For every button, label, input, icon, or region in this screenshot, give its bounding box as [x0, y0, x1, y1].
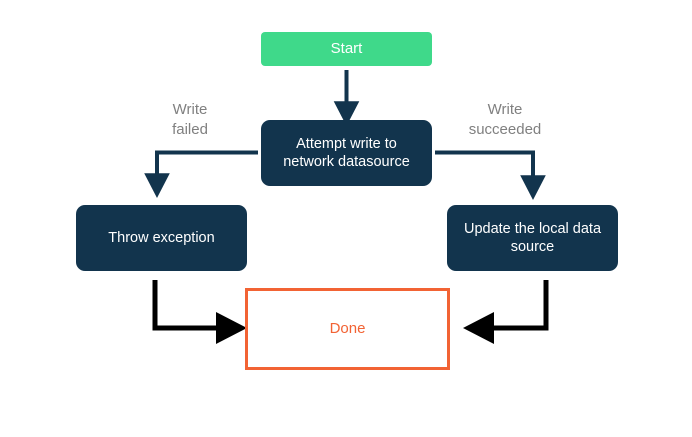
node-update-line1: Update the local data	[463, 220, 602, 237]
node-attempt-write-label: Attempt write to network datasource	[283, 135, 410, 171]
edge-label-write-failed-line1: Write	[172, 101, 208, 118]
edge-label-write-succeeded-line1: Write	[487, 101, 523, 118]
edge-label-write-failed-line2: failed	[172, 120, 208, 138]
edge-throw-to-done	[152, 280, 247, 344]
node-attempt-write-line2: network datasource	[283, 154, 410, 170]
edge-label-write-succeeded-line2: succeeded	[468, 120, 542, 138]
node-start-label: Start	[330, 39, 363, 57]
node-start[interactable]: Start	[261, 32, 432, 66]
edge-label-write-succeeded: Write succeeded	[430, 100, 580, 139]
edge-label-write-failed: Write failed	[120, 100, 260, 139]
edge-attempt-to-update	[435, 150, 546, 200]
edge-update-to-done	[463, 280, 549, 345]
node-done-label: Done	[329, 319, 366, 337]
node-update-local-data-source-label: Update the local data source	[464, 220, 601, 256]
node-throw-exception[interactable]: Throw exception	[76, 205, 247, 271]
node-update-local-data-source[interactable]: Update the local data source	[447, 205, 618, 271]
node-attempt-write-line1: Attempt write to	[296, 135, 397, 152]
node-attempt-write[interactable]: Attempt write to network datasource	[261, 120, 432, 186]
node-update-line2: source	[510, 239, 555, 255]
node-done[interactable]: Done	[245, 288, 450, 370]
node-throw-exception-label: Throw exception	[108, 229, 215, 246]
edge-attempt-to-throw	[144, 150, 258, 198]
